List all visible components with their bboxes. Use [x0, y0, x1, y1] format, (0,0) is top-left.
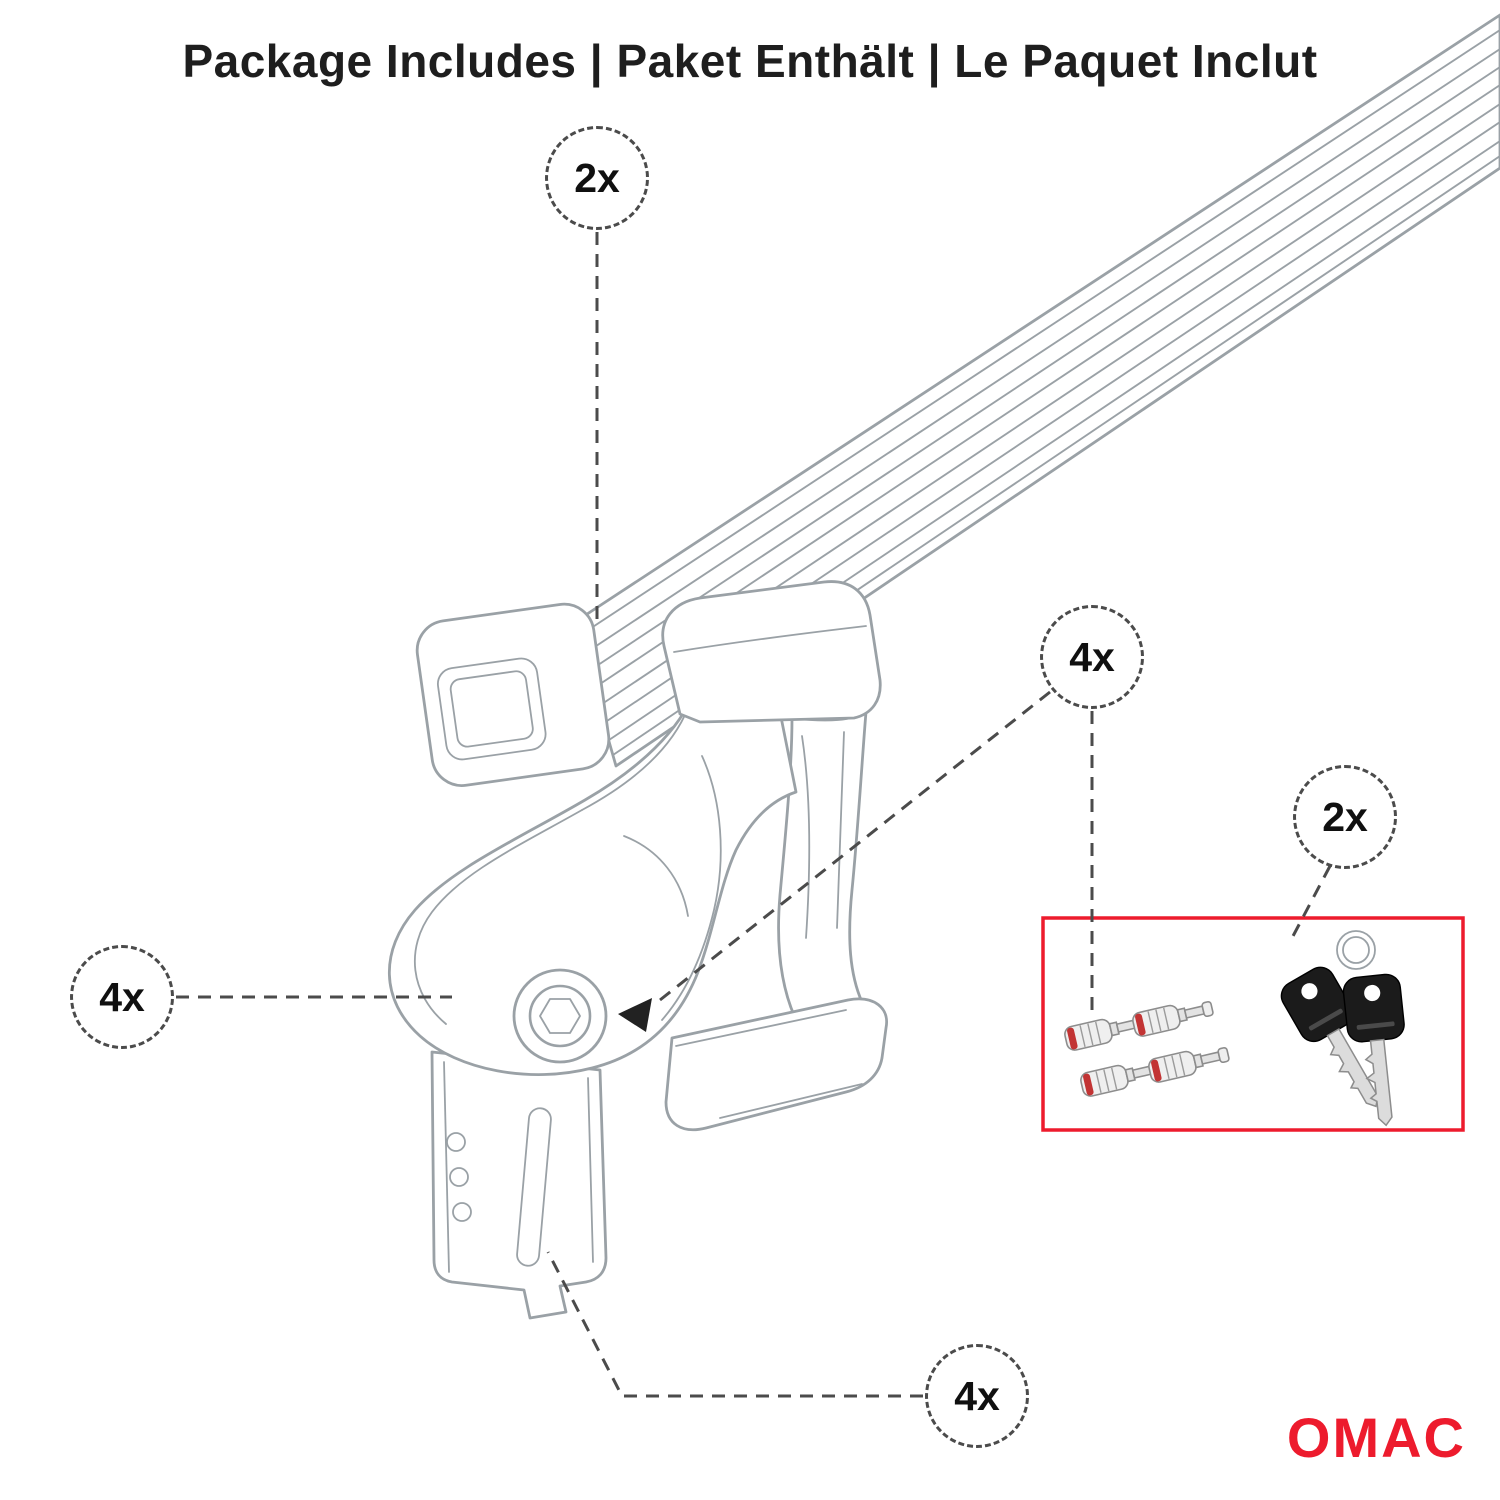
leader-line-locks-to-foot	[659, 690, 1051, 1002]
callout-label: 4x	[99, 973, 145, 1020]
bolt-drawing	[512, 968, 652, 1064]
callout-foot-qty: 4x	[70, 945, 174, 1049]
callout-locks-qty: 4x	[1040, 605, 1144, 709]
end-cap-drawing	[415, 602, 611, 787]
callout-clamp-qty: 4x	[925, 1344, 1029, 1448]
leader-lines	[176, 232, 1332, 1398]
mounting-foot-drawing	[387, 580, 889, 1132]
callout-label: 2x	[1322, 793, 1368, 840]
callout-label: 4x	[954, 1372, 1000, 1419]
leader-line-keys	[1290, 865, 1332, 939]
omac-logo: OMAC	[1286, 1406, 1466, 1469]
callout-keys-qty: 2x	[1293, 765, 1397, 869]
leader-line-clamp	[546, 1251, 923, 1398]
callout-crossbar-qty: 2x	[545, 126, 649, 230]
callout-label: 2x	[574, 154, 620, 201]
keys-image	[1275, 930, 1416, 1130]
page-title: Package Includes | Paket Enthält | Le Pa…	[182, 35, 1318, 87]
callout-label: 4x	[1069, 633, 1115, 680]
lock-position-arrow	[618, 998, 652, 1032]
clamp-bracket-drawing	[430, 1050, 608, 1320]
